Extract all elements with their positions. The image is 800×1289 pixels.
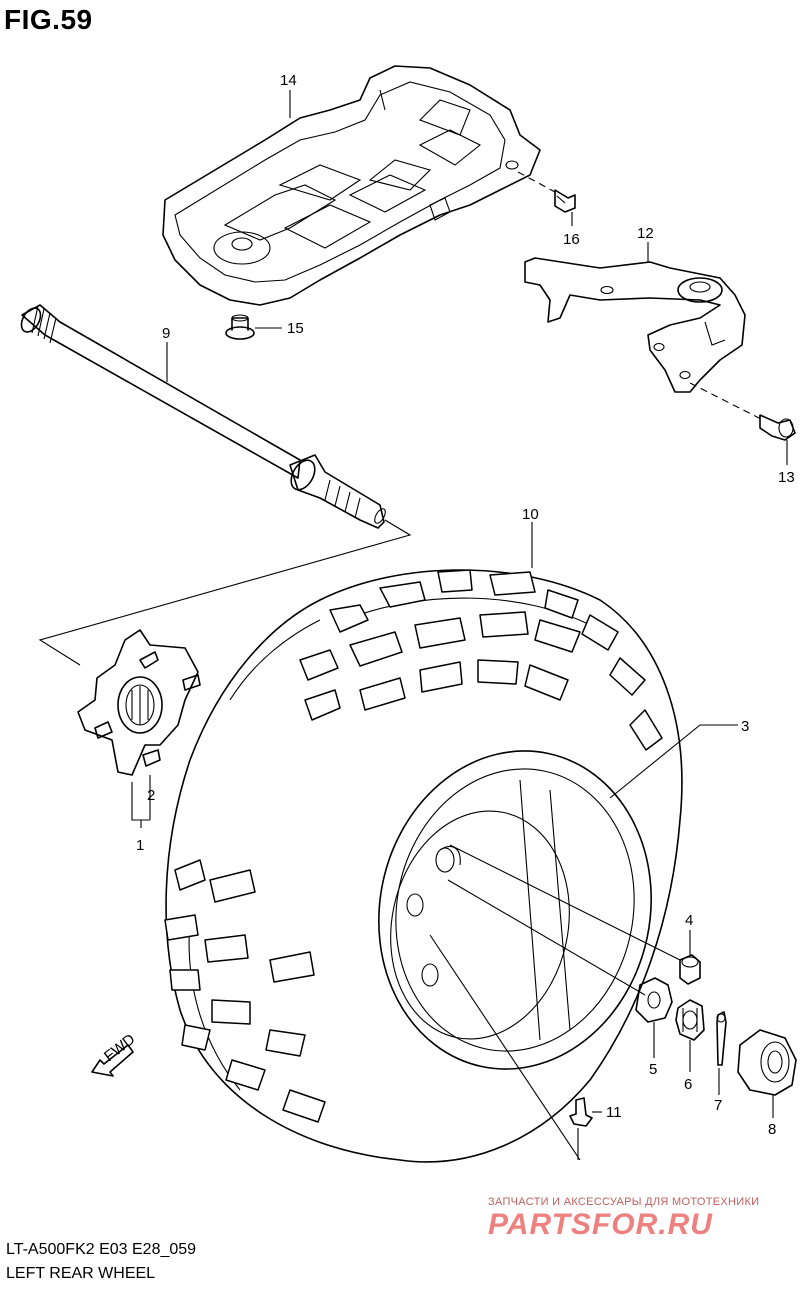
callout-7: 7	[714, 1097, 722, 1114]
castle-nut-part-6	[675, 999, 705, 1041]
axle-shaft-part-9	[20, 304, 386, 529]
hub-cap-part-8	[737, 1029, 797, 1096]
bolt-part-16	[517, 171, 576, 213]
fwd-label: FWD	[101, 1031, 139, 1066]
valve-part-11	[569, 1097, 593, 1160]
wheel-hub-part-1	[77, 629, 199, 776]
callout-10: 10	[522, 506, 539, 523]
watermark-logo: PARTSFOR.RU	[488, 1208, 713, 1241]
figure-title: FIG.59	[4, 4, 93, 35]
callout-13: 13	[778, 469, 795, 486]
callout-9: 9	[162, 325, 170, 342]
washer-part-5	[635, 977, 673, 1023]
leader-to-part-5	[447, 879, 646, 996]
callout-16: 16	[563, 231, 580, 248]
leader-to-part-11	[429, 934, 581, 1161]
callout-12: 12	[637, 225, 654, 242]
callout-1-2-bracket	[131, 775, 151, 828]
leader-to-part-3	[609, 724, 701, 799]
callout-15: 15	[287, 320, 304, 337]
wheel-rim-part-3	[378, 750, 652, 1070]
callout-5: 5	[649, 1061, 657, 1078]
callout-11: 11	[606, 1104, 622, 1121]
cotter-pin-part-7	[716, 1011, 727, 1066]
callout-14: 14	[280, 72, 297, 89]
spacer-part-4	[679, 954, 701, 985]
watermark-tagline: ЗАПЧАСТИ И АКСЕССУАРЫ ДЛЯ МОТОТЕХНИКИ	[488, 1196, 760, 1208]
callout-4: 4	[685, 912, 693, 929]
leader-to-part-4	[449, 844, 681, 961]
axle-to-hub-guide-line	[38, 519, 412, 666]
callout-6: 6	[684, 1076, 692, 1093]
callout-3: 3	[741, 718, 749, 735]
callout-1: 1	[136, 837, 144, 854]
wheel-stud-part-2	[94, 651, 201, 767]
bracket-part-12	[524, 257, 746, 393]
skid-plate-part-14	[162, 65, 541, 306]
collar-part-15	[225, 314, 255, 340]
callout-2: 2	[147, 787, 155, 804]
bolt-part-13	[689, 382, 796, 441]
model-code: LT-A500FK2 E03 E28_059	[6, 1241, 197, 1258]
diagram-title: LEFT REAR WHEEL	[6, 1265, 156, 1282]
tire-tread-lugs	[164, 569, 663, 1123]
callout-8: 8	[768, 1121, 776, 1138]
forward-direction-arrow: FWD	[91, 1031, 139, 1077]
